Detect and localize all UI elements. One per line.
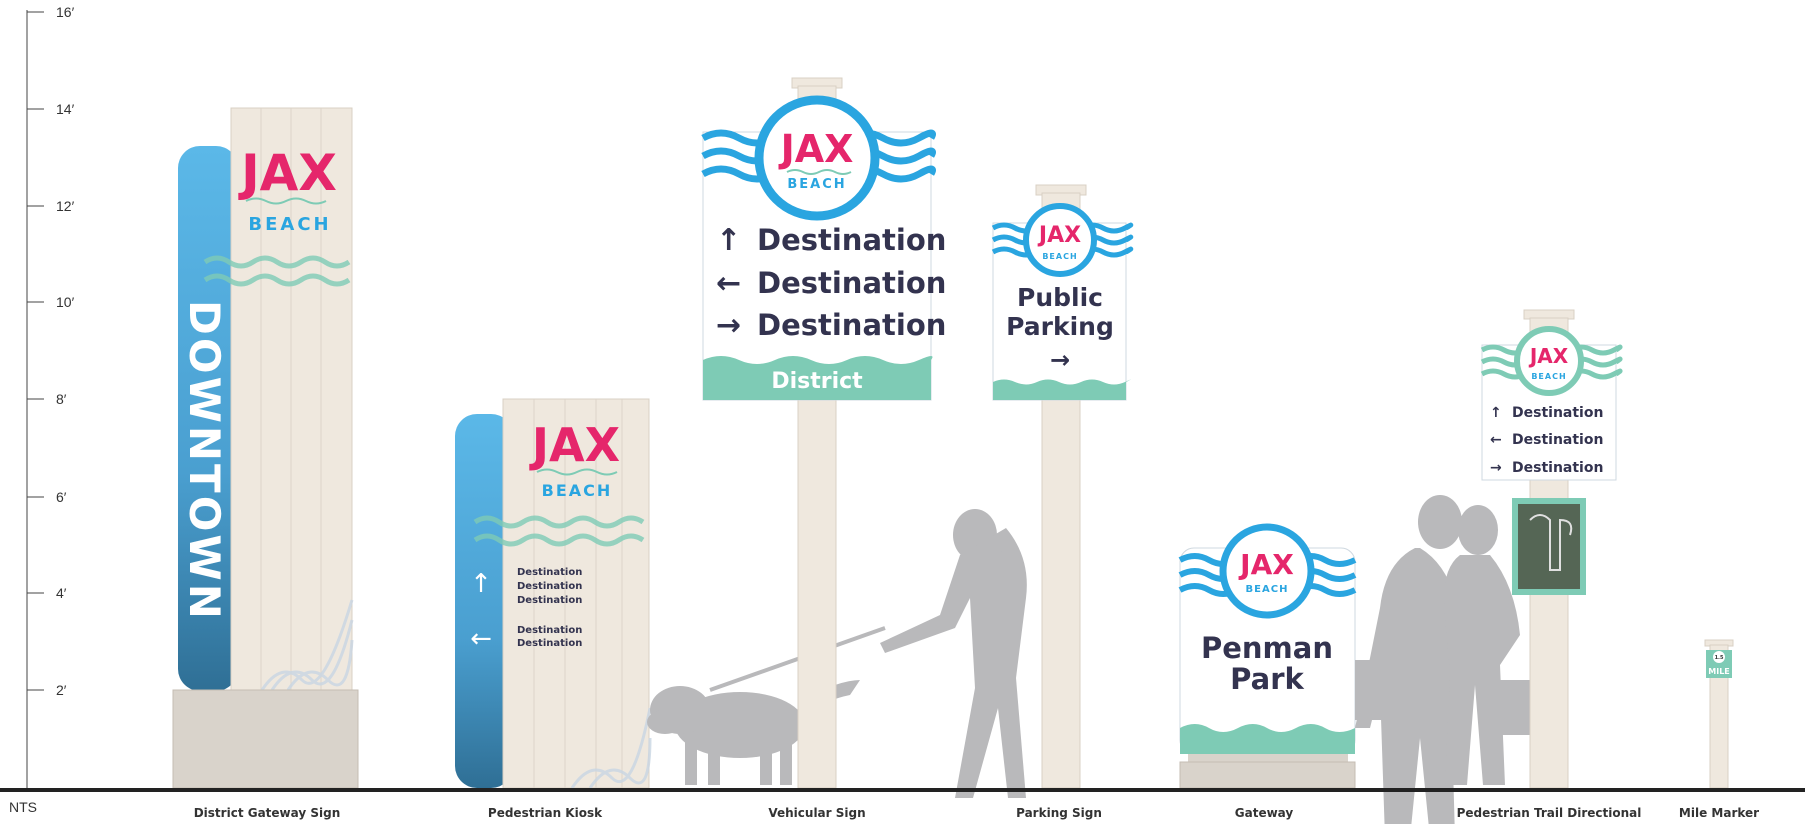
district-gateway-sign: JAX BEACH DOWNTOWN [172, 107, 359, 789]
person-silhouette [880, 509, 1027, 798]
brand-subtext: BEACH [248, 214, 331, 235]
brand-subtext: BEACH [787, 177, 846, 192]
sign-label: Pedestrian Kiosk [488, 806, 603, 820]
arrow-up-icon: ↑ [716, 223, 741, 258]
parking-line2: Parking [1006, 312, 1114, 341]
sign-label: Gateway [1235, 806, 1294, 820]
brand-subtext: BEACH [1042, 252, 1077, 261]
sign-label: Vehicular Sign [768, 806, 865, 820]
scale-label: 6′ [56, 489, 67, 505]
scale-label: 16′ [56, 4, 75, 20]
parking-sign: JAX BEACH Public Parking → [991, 184, 1134, 789]
brand-badge [1219, 523, 1315, 619]
pedestrian-trail-directional: JAX BEACH ↑ ← → Destination Destination … [1480, 309, 1623, 789]
destination-label: Destination [757, 223, 946, 257]
arrow-left-icon: ← [1490, 432, 1502, 448]
brand-subtext: BEACH [1246, 584, 1289, 595]
gateway-line2: Park [1230, 662, 1304, 696]
district-footer: District [771, 369, 863, 394]
sign-label: Mile Marker [1679, 806, 1759, 820]
destination-label: Destination [517, 567, 582, 578]
blue-blade [178, 146, 238, 691]
scale-label: 14′ [56, 101, 75, 117]
brand-wordmark: JAX [1037, 223, 1081, 248]
scale-label: 8′ [56, 391, 67, 407]
mile-unit: MILE [1708, 667, 1730, 676]
gateway-monument: JAX BEACH Penman Park [1178, 523, 1357, 789]
brand-badge [754, 95, 880, 221]
sign-label: Parking Sign [1016, 806, 1102, 820]
vertical-district-text: DOWNTOWN [180, 300, 229, 622]
mile-value: 1.5 [1715, 655, 1724, 661]
arrow-right-icon: → [1050, 346, 1070, 374]
pedestrian-kiosk: JAX BEACH ↑ ← Destination Destination De… [455, 398, 652, 789]
destination-label: Destination [517, 625, 582, 636]
brand-badge [1023, 203, 1097, 277]
arrow-left-icon: ← [716, 266, 741, 301]
destination-label: Destination [1512, 432, 1603, 448]
brand-subtext: BEACH [1531, 372, 1566, 381]
sign-label: District Gateway Sign [194, 806, 341, 820]
arrow-right-icon: → [1490, 460, 1502, 476]
dog-silhouette [647, 680, 860, 785]
scale-label: 10′ [56, 294, 75, 310]
destination-label: Destination [757, 266, 946, 300]
brand-subtext: BEACH [542, 481, 613, 500]
brand-wordmark: JAX [1238, 548, 1294, 581]
destination-label: Destination [757, 308, 946, 342]
brand-wordmark: JAX [1528, 344, 1569, 368]
arrow-right-icon: → [716, 308, 741, 343]
vehicular-sign: JAX BEACH ↑ ← → Destination Destination … [701, 77, 946, 789]
sign-base [1179, 761, 1356, 789]
brand-wordmark: JAX [238, 144, 337, 202]
brand-wordmark: JAX [529, 418, 620, 472]
arrow-up-icon: ↑ [1490, 405, 1502, 421]
brand-wordmark: JAX [778, 127, 854, 171]
scale-label: 4′ [56, 585, 67, 601]
height-scale: 16′ 14′ 12′ 10′ 8′ 6′ 4′ 2′ [26, 4, 75, 790]
sign-label: Pedestrian Trail Directional [1457, 806, 1642, 820]
blue-blade [455, 414, 513, 788]
destination-label: Destination [517, 581, 582, 592]
parking-line1: Public [1017, 283, 1103, 312]
mile-marker: 1.5 MILE [1704, 639, 1734, 789]
couple-silhouette [1355, 495, 1530, 824]
destination-label: Destination [517, 595, 582, 606]
arrow-up-icon: ↑ [470, 569, 492, 599]
destination-label: Destination [1512, 460, 1603, 476]
destination-label: Destination [1512, 405, 1603, 421]
destination-label: Destination [517, 638, 582, 649]
scale-label: 12′ [56, 198, 75, 214]
gateway-line1: Penman [1201, 631, 1333, 665]
sign-panel [502, 398, 650, 789]
scale-label: 2′ [56, 682, 67, 698]
arrow-left-icon: ← [470, 624, 492, 654]
nts-note: NTS [9, 799, 37, 815]
sign-base [172, 689, 359, 789]
brand-badge [1514, 326, 1584, 396]
